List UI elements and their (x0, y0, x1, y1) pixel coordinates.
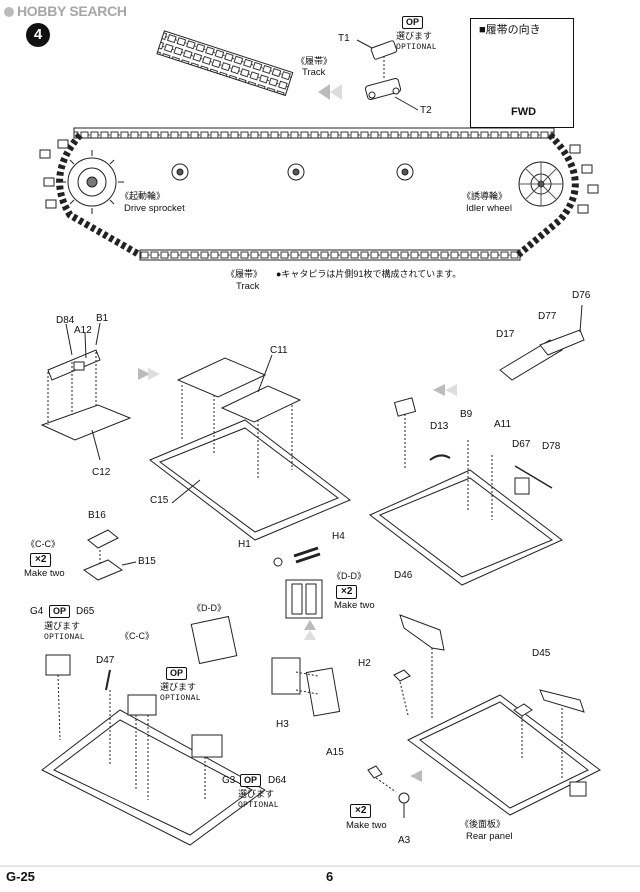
idler-wheel-jp: 《誘導輪》 (462, 191, 508, 201)
optional-note-g3: OPTIONAL (238, 801, 279, 810)
track-top-jp: 《履帯》 (296, 56, 333, 66)
x2-badge-b15: ×2 (30, 553, 52, 567)
optional-note-g4: OPTIONAL (44, 633, 85, 642)
op-badge-t1: OP (402, 16, 424, 29)
part-label-d65: D65 (76, 606, 95, 617)
part-label-a12: A12 (74, 325, 92, 336)
optional-note-t1: OPTIONAL (396, 43, 437, 52)
road-wheels (171, 163, 414, 181)
select-note-g4: 選びます (44, 621, 81, 631)
select-note-t1: 選びます (396, 31, 433, 41)
track-count-note: ●キャタピラは片側91枚で構成されています。 (276, 269, 462, 279)
part-label-c12: C12 (92, 467, 111, 478)
assembly-c15-plate (149, 354, 351, 541)
assembly-a15-a3 (367, 765, 422, 818)
part-label-d45: D45 (532, 648, 551, 659)
view-dd-label-1: 《D-D》 (332, 571, 366, 581)
make-two-b15: Make two (24, 568, 65, 579)
select-note-g3: 選びます (238, 789, 275, 799)
view-dd-label-2: 《D-D》 (192, 603, 226, 613)
track-loop (39, 127, 599, 261)
op-badge-g4: OP (49, 605, 71, 618)
part-label-a11: A11 (494, 419, 512, 430)
rear-panel-en: Rear panel (466, 831, 513, 842)
part-label-d47: D47 (96, 655, 115, 666)
track-top-en: Track (302, 67, 326, 78)
idler-wheel-en: Idler wheel (466, 203, 512, 214)
assembly-c12-frame (40, 322, 160, 461)
part-label-d84: D84 (56, 315, 75, 326)
fwd-label: FWD (511, 106, 537, 118)
watermark-text: HOBBY SEARCH (17, 3, 127, 19)
part-label-t2: T2 (420, 105, 432, 116)
x2-badge-a3: ×2 (350, 804, 372, 818)
assembly-left-bottom (41, 615, 266, 846)
op-badge-dd: OP (166, 667, 188, 680)
watermark-logo: HOBBY SEARCH (4, 3, 127, 19)
part-label-d78: D78 (542, 441, 561, 452)
part-label-a15: A15 (326, 747, 344, 758)
step-number: 4 (26, 23, 50, 47)
make-two-h: Make two (334, 600, 375, 611)
page-number: 6 (326, 869, 334, 884)
part-label-g3: G3 (222, 775, 236, 786)
track-bottom-jp: 《履帯》 (226, 269, 263, 279)
part-t2 (364, 78, 419, 111)
part-t1 (356, 39, 398, 78)
view-cc-label-2: 《C-C》 (120, 631, 154, 641)
part-label-d64: D64 (268, 775, 287, 786)
part-label-b16: B16 (88, 510, 106, 521)
part-label-b9: B9 (460, 409, 473, 420)
page-code: G-25 (6, 869, 35, 884)
part-label-t1: T1 (338, 33, 350, 44)
part-label-d76: D76 (572, 290, 591, 301)
assembly-right-plate (369, 304, 585, 586)
part-label-d46: D46 (394, 570, 413, 581)
drive-sprocket-jp: 《起動輪》 (120, 191, 166, 201)
track-direction-box: ■履帯の向き FWD (470, 18, 574, 128)
drive-sprocket-en: Drive sprocket (124, 203, 185, 214)
part-label-c15: C15 (150, 495, 169, 506)
view-cc-label-1: 《C-C》 (26, 539, 60, 549)
part-label-d13: D13 (430, 421, 449, 432)
part-label-b15: B15 (138, 556, 156, 567)
track-links-top (156, 30, 342, 100)
part-label-d77: D77 (538, 311, 557, 322)
rear-panel-jp: 《後面板》 (460, 819, 506, 829)
assembly-right-bottom (393, 614, 601, 816)
track-bottom-en: Track (236, 281, 260, 292)
part-label-c11: C11 (270, 345, 288, 356)
part-label-a3: A3 (398, 835, 411, 846)
op-badge-g3: OP (240, 774, 262, 787)
part-label-h1: H1 (238, 539, 251, 550)
optional-note-dd: OPTIONAL (160, 694, 201, 703)
make-two-a3: Make two (346, 820, 387, 831)
part-label-h2: H2 (358, 658, 371, 669)
select-note-dd: 選びます (160, 682, 197, 692)
part-label-h3: H3 (276, 719, 289, 730)
assembly-h (271, 546, 341, 717)
part-label-b1: B1 (96, 313, 109, 324)
part-label-h4: H4 (332, 531, 345, 542)
direction-box-title: ■履帯の向き (479, 24, 541, 36)
logo-icon (4, 7, 14, 17)
part-label-d67: D67 (512, 439, 531, 450)
part-label-g4: G4 (30, 606, 44, 617)
part-label-d17: D17 (496, 329, 515, 340)
x2-badge-h: ×2 (336, 585, 358, 599)
assembly-b15 (82, 529, 137, 581)
